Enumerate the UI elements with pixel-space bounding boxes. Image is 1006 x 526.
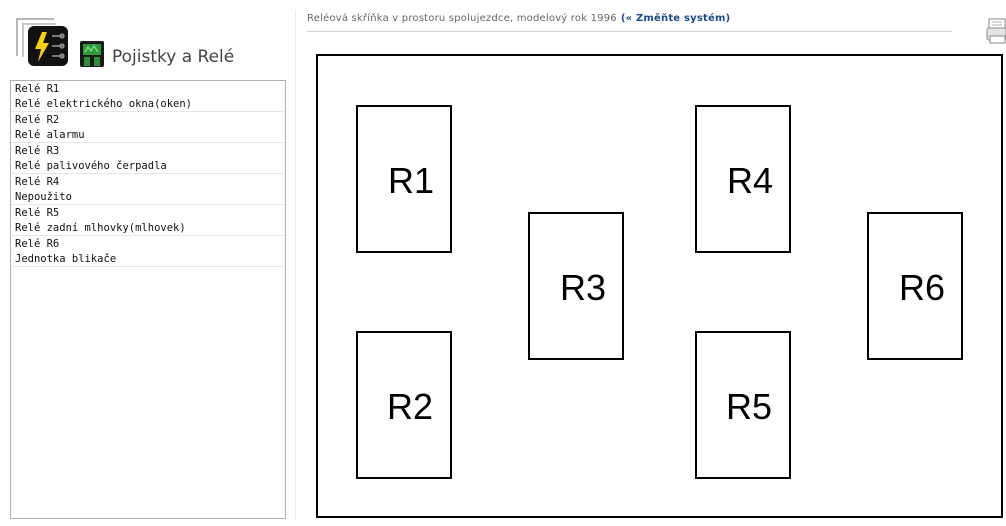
relay-description: Nepoužito [15,191,72,203]
relay-slot-r2[interactable]: R2 [356,331,452,479]
relay-slot-r3[interactable]: R3 [528,212,624,360]
breadcrumb: Reléová skříňka v prostoru spolujezdce, … [307,13,730,24]
relay-code: Relé R1 [15,83,60,95]
relay-description: Relé palivového čerpadla [15,160,167,172]
fuse-relay-logo-icon [16,18,68,66]
relay-slot-label: R2 [386,386,434,427]
column-divider [295,10,296,520]
relay-box-diagram: R1 R2 R3 R4 R5 R6 [316,54,1003,518]
relay-list-item-r1[interactable]: Relé R1 Relé elektrického okna(oken) [11,81,285,112]
relay-description: Relé alarmu [15,129,85,141]
relay-code: Relé R3 [15,145,60,157]
breadcrumb-divider [307,31,952,32]
relay-description: Relé zadní mlhovky(mlhovek) [15,222,186,234]
relay-list: Relé R1 Relé elektrického okna(oken) Rel… [10,80,286,519]
relay-list-item-r5[interactable]: Relé R5 Relé zadní mlhovky(mlhovek) [11,205,285,236]
relay-slot-label: R1 [387,160,435,201]
breadcrumb-system-name: Reléová skříňka v prostoru spolujezdce, … [307,13,617,24]
relay-list-item-r3[interactable]: Relé R3 Relé palivového čerpadla [11,143,285,174]
relay-code: Relé R4 [15,176,60,188]
relay-description: Relé elektrického okna(oken) [15,98,193,110]
relay-code: Relé R6 [15,238,60,250]
relay-slot-label: R5 [725,386,773,427]
relay-code: Relé R2 [15,114,60,126]
relay-slot-r4[interactable]: R4 [695,105,791,253]
relay-icon [80,41,104,67]
relay-list-item-r2[interactable]: Relé R2 Relé alarmu [11,112,285,143]
relay-slot-r6[interactable]: R6 [867,212,963,360]
relay-slot-label: R3 [559,267,607,308]
relay-description: Jednotka blikače [15,253,117,265]
page-title: Pojistky a Relé [112,47,235,67]
relay-slot-r1[interactable]: R1 [356,105,452,253]
relay-list-item-r6[interactable]: Relé R6 Jednotka blikače [11,236,285,267]
relay-slot-label: R6 [898,267,946,308]
relay-code: Relé R5 [15,207,60,219]
print-icon[interactable] [986,18,1006,44]
relay-slot-r5[interactable]: R5 [695,331,791,479]
relay-slot-label: R4 [726,160,774,201]
change-system-link[interactable]: (« Změňte systém) [620,13,731,24]
relay-list-item-r4[interactable]: Relé R4 Nepoužito [11,174,285,205]
